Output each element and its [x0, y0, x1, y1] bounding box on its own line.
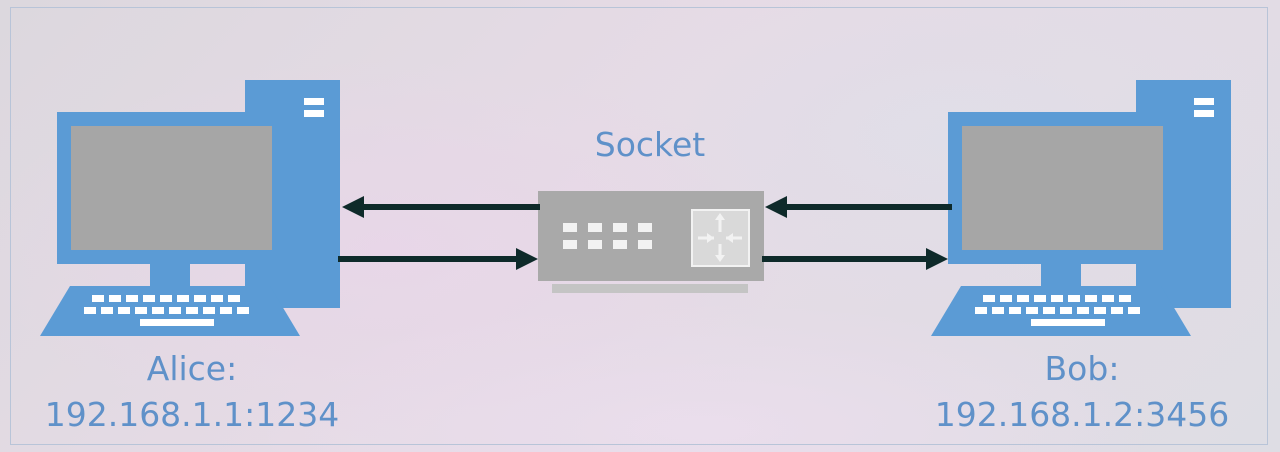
alice-address-label: 192.168.1.1:1234 — [44, 395, 340, 434]
bob-screen — [962, 126, 1163, 250]
arrow-icon — [765, 196, 952, 218]
bob-name-label: Bob: — [1044, 349, 1120, 388]
bob-monitor-stand — [1041, 264, 1081, 286]
connection-arrows — [338, 196, 952, 270]
socket-label: Socket — [594, 125, 706, 164]
arrow-icon — [338, 248, 538, 270]
arrow-icon — [342, 196, 540, 218]
alice-computer-icon — [40, 80, 340, 336]
router-symbol-icon — [691, 209, 750, 267]
alice-screen — [71, 126, 272, 250]
bob-computer-icon — [931, 80, 1231, 336]
bob-address-label: 192.168.1.2:3456 — [934, 395, 1230, 434]
bob-tower-slot — [1194, 98, 1214, 105]
arrow-icon — [762, 248, 948, 270]
switch-base — [552, 284, 748, 293]
alice-keyboard-keys — [84, 295, 249, 326]
diagram-frame — [10, 7, 1268, 445]
alice-tower-slot — [304, 98, 324, 105]
bob-tower-slot — [1194, 110, 1214, 117]
network-switch-icon — [538, 191, 764, 293]
alice-monitor-stand — [150, 264, 190, 286]
switch-ports — [563, 223, 652, 249]
alice-name-label: Alice: — [146, 349, 238, 388]
bob-keyboard-keys — [975, 295, 1140, 326]
alice-tower-slot — [304, 110, 324, 117]
